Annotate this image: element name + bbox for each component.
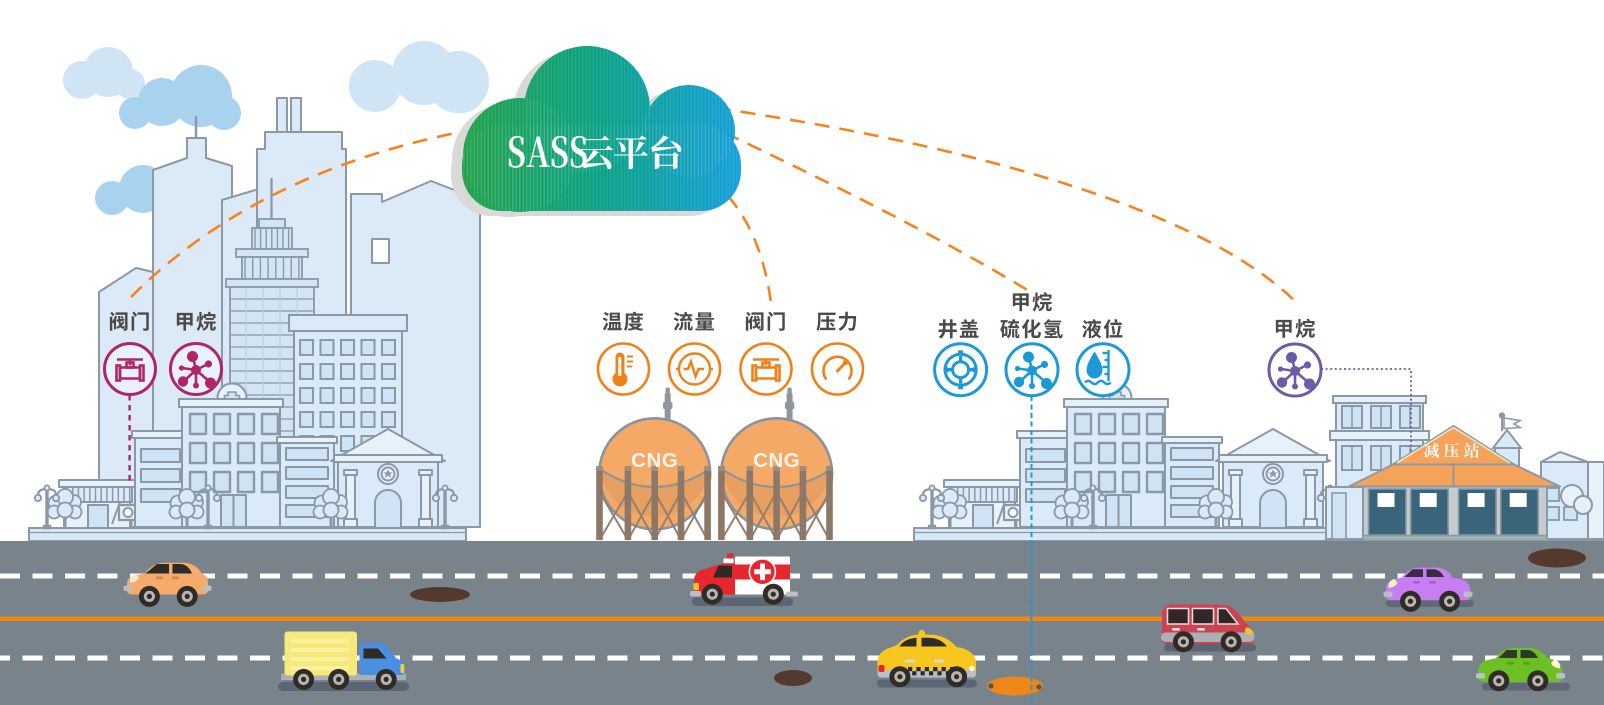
svg-text:CNG: CNG bbox=[631, 449, 678, 472]
svg-text:CNG: CNG bbox=[753, 449, 800, 472]
